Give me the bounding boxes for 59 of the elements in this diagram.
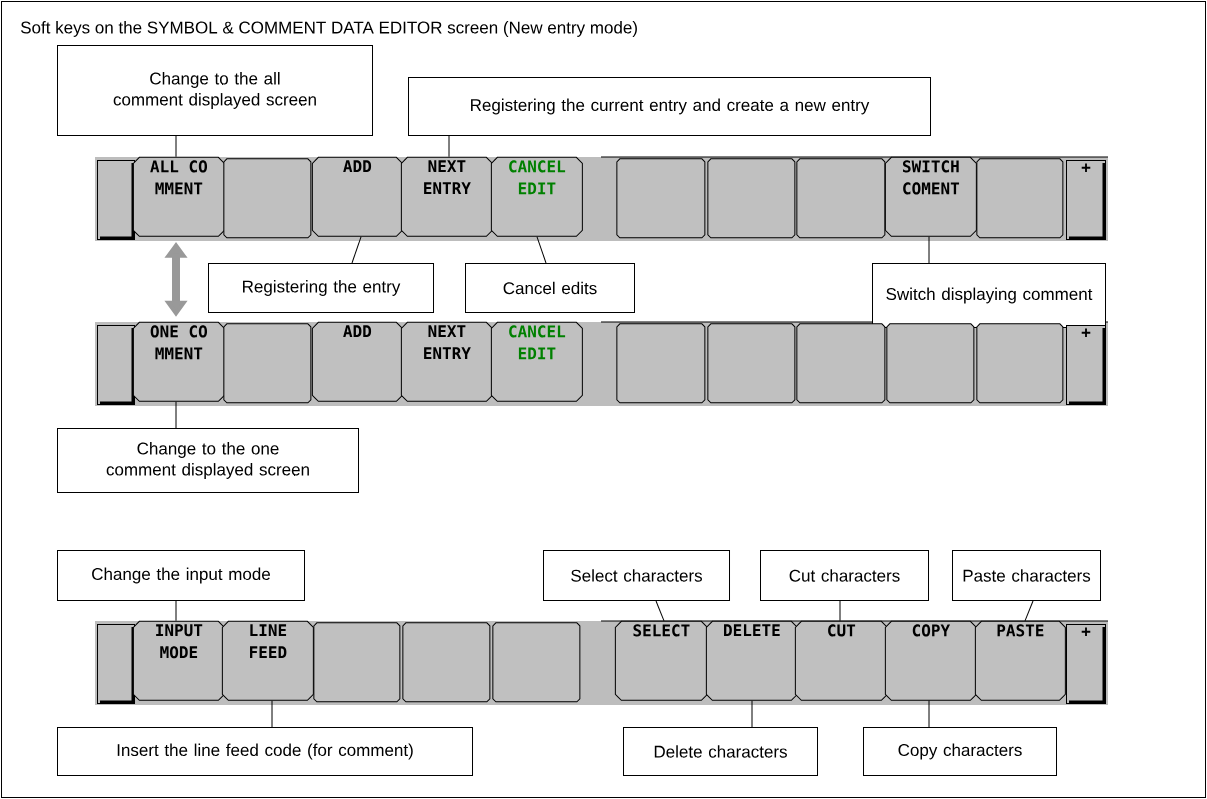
leader-line xyxy=(175,401,177,429)
soft-key: + xyxy=(1066,325,1106,405)
callout-box: Change to the all comment displayed screen xyxy=(57,45,373,136)
leader-line xyxy=(536,236,547,264)
soft-key: CANCEL EDIT xyxy=(490,156,583,237)
soft-key xyxy=(707,323,796,404)
soft-key: CUT xyxy=(794,620,888,701)
callout-box: Switch displaying comment xyxy=(872,263,1106,328)
soft-key xyxy=(97,624,135,704)
soft-key: SWITCH COMENT xyxy=(884,156,977,237)
leader-line xyxy=(655,600,665,622)
soft-key xyxy=(707,158,796,239)
callout-box: Insert the line feed code (for comment) xyxy=(57,727,473,776)
soft-key xyxy=(97,160,135,240)
soft-key: CANCEL EDIT xyxy=(490,321,583,402)
leader-line xyxy=(271,700,273,728)
callout-box: Change to the one comment displayed screen xyxy=(57,428,359,493)
soft-key xyxy=(223,323,312,404)
soft-key xyxy=(313,622,401,703)
leader-line xyxy=(928,236,930,264)
title: Soft keys on the SYMBOL & COMMENT DATA EDITOR screen (New entry mode) xyxy=(21,21,637,37)
soft-key: NEXT ENTRY xyxy=(400,321,493,402)
soft-key xyxy=(223,158,312,239)
leader-line xyxy=(1024,600,1034,622)
callout-box: Registering the entry xyxy=(208,263,434,313)
soft-key xyxy=(976,158,1064,239)
callout-box: Cancel edits xyxy=(465,263,635,313)
soft-key: ADD xyxy=(311,321,403,402)
callout-box: Change the input mode xyxy=(57,550,305,601)
leader-line xyxy=(751,700,753,728)
leader-line xyxy=(448,135,450,158)
soft-key: NEXT ENTRY xyxy=(400,156,493,237)
soft-key xyxy=(97,325,135,405)
soft-key xyxy=(796,323,886,404)
soft-key xyxy=(402,622,491,703)
callout-box: Copy characters xyxy=(863,727,1057,776)
leader-line xyxy=(351,236,362,264)
soft-key: ADD xyxy=(311,156,403,237)
leader-line xyxy=(928,700,930,728)
leader-line xyxy=(839,600,841,622)
callout-box: Delete characters xyxy=(623,727,818,776)
soft-key xyxy=(796,158,886,239)
soft-key: DELETE xyxy=(705,620,798,701)
soft-key xyxy=(976,323,1064,404)
soft-key: + xyxy=(1066,160,1106,240)
soft-key xyxy=(886,323,975,404)
callout-box: Registering the current entry and create a new entry xyxy=(408,77,931,136)
callout-box: Select characters xyxy=(543,550,730,601)
soft-key: + xyxy=(1066,624,1106,704)
leader-line xyxy=(175,600,177,622)
callout-box: Cut characters xyxy=(760,550,929,601)
soft-key xyxy=(492,622,581,703)
soft-key: COPY xyxy=(884,620,977,701)
soft-key xyxy=(616,158,706,239)
soft-key xyxy=(616,323,706,404)
soft-key: LINE FEED xyxy=(221,620,314,701)
callout-box: Paste characters xyxy=(952,550,1101,601)
soft-key: SELECT xyxy=(614,620,708,701)
leader-line xyxy=(175,135,177,158)
